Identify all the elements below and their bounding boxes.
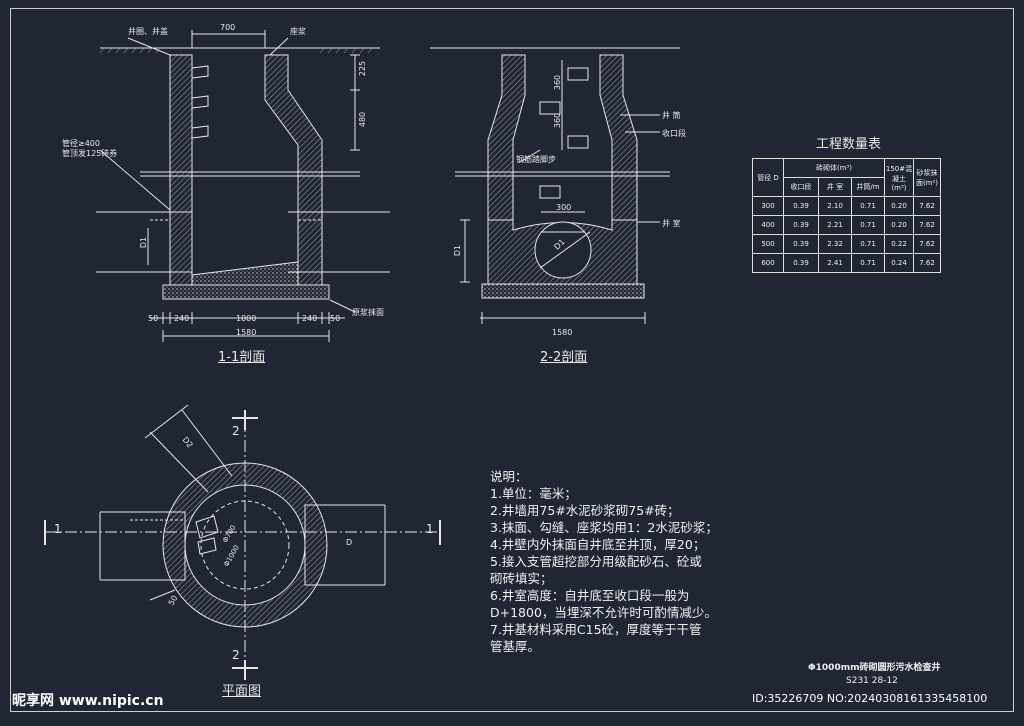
note-line: 管基厚。 xyxy=(490,639,541,654)
dim-d1-chamber: D1 xyxy=(453,244,463,257)
dim-50-left: 50 xyxy=(148,314,159,323)
section-mark-2-top: 2 xyxy=(232,424,240,438)
dim-360-top: 360 xyxy=(553,74,563,91)
callout-mortar-bed: 座浆 xyxy=(290,27,306,36)
plan-title: 平面图 xyxy=(222,684,262,699)
notes-block: 说明： 1.单位：毫米； 2.井墙用75#水泥砂浆砌75#砖； 3.抹面、勾缝、… xyxy=(490,468,718,655)
th-concrete: 150#混凝土(m³) xyxy=(884,158,914,197)
callout-plaster: 原浆抹面 xyxy=(352,308,384,317)
section-mark-1-right: 1 xyxy=(426,522,434,536)
note-line: 1.单位：毫米； xyxy=(490,486,577,501)
note-line: 砌砖填实； xyxy=(490,571,553,586)
th-well: 井筒/m xyxy=(851,177,885,197)
drawing-code: S231 28-12 xyxy=(846,676,898,686)
note-line: 6.井室高度：自井底至收口段一般为 xyxy=(490,588,690,603)
th-pipe: 管径 D xyxy=(752,158,784,197)
dim-1000: 1000 xyxy=(236,314,257,323)
drawing-title: Φ1000mm砖砌圆形污水检查井 xyxy=(808,663,941,673)
callout-well-cover: 井圈、井盖 xyxy=(128,27,168,36)
callout-shrink-section: 收口段 xyxy=(662,129,686,138)
note-line: 3.抹面、勾缝、座浆均用1：2水泥砂浆； xyxy=(490,520,718,535)
plan-view xyxy=(44,404,441,680)
dim-50-right: 50 xyxy=(330,314,341,323)
th-mortar: 砂浆抹面(m²) xyxy=(913,158,941,197)
section-2-2 xyxy=(430,47,680,324)
callout-brick-arch: 管顶发125砖券 xyxy=(62,149,118,158)
watermark-id: ID:35226709 NO:20240308161335458100 xyxy=(752,692,988,705)
quantity-table: 管径 D 砖砌体(m³) 150#混凝土(m³) 砂浆抹面(m²) 收口段 井 … xyxy=(752,158,941,273)
drawing-frame xyxy=(10,8,1014,712)
table-title: 工程数量表 xyxy=(816,137,882,152)
section-mark-1-left: 1 xyxy=(54,522,62,536)
dim-d1: D1 xyxy=(139,236,149,249)
callout-well-shaft: 井 筒 xyxy=(662,111,681,120)
section-2-2-title: 2-2剖面 xyxy=(540,350,588,365)
dim-240-right: 240 xyxy=(302,314,318,323)
dim-700: 700 xyxy=(220,23,236,32)
dim-d: D xyxy=(346,538,353,547)
callout-steel-steps: 钢筋踏脚步 xyxy=(516,155,556,164)
section-1-1-title: 1-1剖面 xyxy=(218,350,266,365)
dim-300: 300 xyxy=(556,203,572,212)
callout-chamber: 井 室 xyxy=(662,219,681,228)
note-line: 说明： xyxy=(490,469,528,484)
watermark-logo: 昵享网 www.nipic.cn xyxy=(12,693,164,709)
th-shrink: 收口段 xyxy=(783,177,819,197)
dim-360-bottom: 360 xyxy=(553,112,563,129)
dim-240-left: 240 xyxy=(174,314,190,323)
callout-pipe-size: 管径≥400 xyxy=(62,139,100,148)
note-line: 5.接入支管超挖部分用级配砂石、砼或 xyxy=(490,554,702,569)
dim-480: 480 xyxy=(358,111,368,128)
note-line: 4.井壁内外抹面自井底至井顶，厚20； xyxy=(490,537,706,552)
dim-225: 225 xyxy=(358,60,368,77)
note-line: 7.井基材料采用C15砼，厚度等于干管 xyxy=(490,622,702,637)
dim-1580: 1580 xyxy=(236,328,257,337)
th-chamber: 井 室 xyxy=(818,177,852,197)
section-mark-2-bottom: 2 xyxy=(232,648,240,662)
dim-1580-2: 1580 xyxy=(552,328,573,337)
th-brick: 砖砌体(m³) xyxy=(783,158,885,178)
section-1-1 xyxy=(96,30,390,342)
note-line: 2.井墙用75#水泥砂浆砌75#砖； xyxy=(490,503,680,518)
note-line: D+1800，当埋深不允许时可酌情减少。 xyxy=(490,605,717,620)
